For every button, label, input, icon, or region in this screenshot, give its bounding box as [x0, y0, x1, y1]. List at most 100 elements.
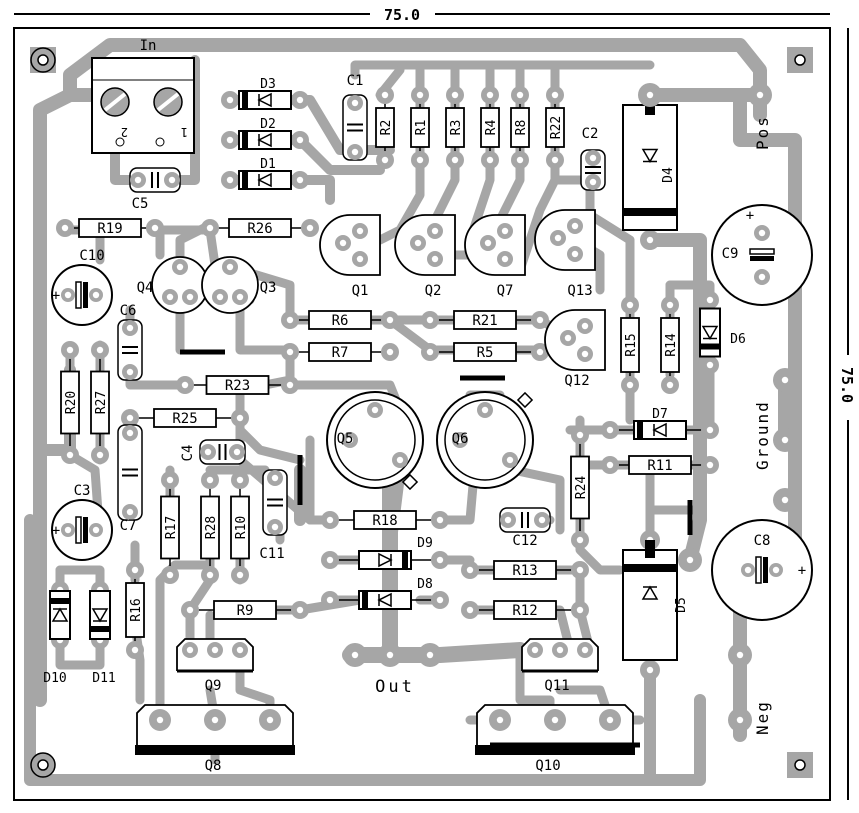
terminal-label-2: 2: [121, 125, 128, 139]
capacitor-c1: C1: [342, 73, 368, 161]
svg-text:D1: D1: [260, 157, 276, 172]
diode-d9: D9: [321, 536, 449, 570]
diode-d5: D5: [622, 530, 689, 680]
svg-text:R20: R20: [64, 391, 79, 414]
transistor-q6: Q6: [436, 391, 534, 489]
resistor-r10: R10: [230, 471, 250, 584]
transistor-q3: Q3: [201, 256, 277, 314]
resistor-r7: R7: [281, 342, 399, 362]
svg-text:D3: D3: [260, 77, 276, 92]
transistor-q13: Q13: [534, 209, 596, 299]
svg-text:R22: R22: [549, 116, 564, 139]
polarity-mark: +: [746, 208, 754, 224]
diode-d2: D2: [221, 117, 309, 150]
dimension-height-label: 75.0: [838, 367, 856, 403]
diode-d6: D6: [699, 291, 746, 374]
svg-text:R14: R14: [664, 333, 679, 357]
pad: [728, 708, 752, 732]
out-label: Out: [375, 677, 415, 697]
svg-text:R5: R5: [477, 345, 494, 361]
svg-text:C3: C3: [74, 483, 91, 499]
pad: [728, 643, 752, 667]
svg-text:R28: R28: [204, 516, 219, 539]
svg-text:C6: C6: [120, 303, 137, 319]
svg-text:R13: R13: [512, 563, 537, 579]
resistor-r3: R3: [445, 86, 465, 169]
svg-text:R26: R26: [247, 221, 272, 237]
svg-text:Q3: Q3: [260, 280, 277, 296]
resistor-r8: R8: [510, 86, 530, 169]
resistor-r14: R14: [660, 296, 680, 394]
svg-text:Q1: Q1: [352, 283, 369, 299]
resistor-r17: R17: [160, 471, 180, 584]
input-terminal-block: 2 1 In: [91, 38, 195, 154]
resistor-r15: R15: [620, 296, 640, 394]
capacitor-c11: C11: [259, 469, 288, 562]
transistor-q2: Q2: [394, 214, 456, 299]
svg-text:R7: R7: [332, 345, 349, 361]
resistor-r22: R22: [545, 86, 565, 169]
transistor-q8: Q8: [135, 704, 295, 774]
capacitor-c12: C12: [499, 507, 551, 549]
resistor-r21: R21: [421, 310, 549, 330]
svg-text:C8: C8: [754, 533, 771, 549]
pad: [773, 428, 797, 452]
dimension-right: 75.0: [838, 28, 856, 800]
svg-text:Q5: Q5: [337, 431, 354, 447]
transistor-q12: Q12: [544, 309, 606, 389]
resistor-r9: R9: [181, 600, 309, 620]
polarity-mark: +: [52, 288, 60, 304]
neg-label: Neg: [753, 700, 772, 735]
svg-text:R15: R15: [624, 333, 639, 356]
diode-d11: D11: [89, 581, 116, 686]
svg-text:R4: R4: [484, 120, 499, 136]
svg-text:R8: R8: [514, 120, 529, 136]
dimension-top: 75.0: [14, 6, 830, 24]
resistor-r5: R5: [421, 342, 549, 362]
transistor-q9: Q9: [176, 638, 254, 694]
svg-text:R25: R25: [172, 411, 197, 427]
ground-label: Ground: [753, 400, 772, 470]
svg-text:C9: C9: [722, 246, 739, 262]
pos-label: Pos: [753, 115, 772, 150]
svg-text:D11: D11: [92, 671, 115, 686]
svg-text:R24: R24: [574, 476, 589, 500]
svg-text:C5: C5: [132, 196, 149, 212]
svg-text:R3: R3: [449, 120, 464, 136]
resistor-r26: R26: [201, 218, 319, 238]
capacitor-c3: +C3: [51, 483, 113, 561]
capacitor-c10: +C10: [51, 248, 113, 326]
svg-text:C12: C12: [512, 533, 537, 549]
svg-text:C11: C11: [259, 546, 284, 562]
svg-text:R16: R16: [129, 598, 144, 621]
svg-text:Q6: Q6: [452, 431, 469, 447]
svg-text:D6: D6: [730, 332, 746, 347]
diode-d8: D8: [321, 577, 449, 610]
resistor-r12: R12: [461, 600, 589, 620]
svg-text:D2: D2: [260, 117, 276, 132]
svg-text:D5: D5: [674, 597, 689, 613]
terminal-label-1: 1: [181, 125, 188, 139]
pad: [748, 83, 772, 107]
svg-text:D9: D9: [417, 536, 433, 551]
svg-text:R10: R10: [234, 516, 249, 539]
svg-text:Q8: Q8: [205, 758, 222, 774]
capacitor-c7: C7: [117, 424, 143, 534]
svg-text:R12: R12: [512, 603, 537, 619]
resistor-r16: R16: [125, 561, 145, 659]
resistor-r24: R24: [570, 426, 590, 549]
resistor-r2: R2: [375, 86, 395, 169]
svg-text:D10: D10: [43, 671, 66, 686]
svg-text:Q2: Q2: [425, 283, 442, 299]
input-label: In: [140, 38, 157, 54]
svg-text:C4: C4: [180, 445, 196, 462]
svg-text:R18: R18: [372, 513, 397, 529]
svg-text:R6: R6: [332, 313, 349, 329]
resistor-r6: R6: [281, 310, 399, 330]
capacitor-c6: C6: [117, 303, 143, 381]
resistor-r28: R28: [200, 471, 220, 584]
pad: [773, 368, 797, 392]
svg-text:R23: R23: [225, 378, 250, 394]
resistor-r13: R13: [461, 560, 589, 580]
svg-text:R21: R21: [472, 313, 497, 329]
